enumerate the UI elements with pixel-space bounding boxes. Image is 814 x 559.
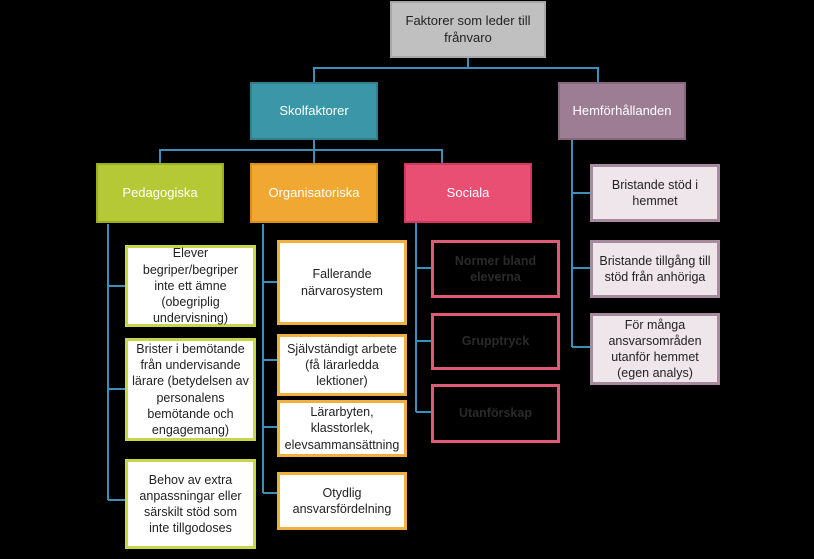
- hemforhallanden-item-text: För många ansvarsområden utanför hemmet …: [608, 317, 702, 381]
- pedagogiska-label: Pedagogiska: [122, 184, 198, 200]
- pedagogiska-item: Brister i bemötande från undervisande lä…: [125, 338, 256, 441]
- organisatoriska-node: Organisatoriska: [250, 163, 378, 223]
- organisatoriska-item-text: Fallerande närvarosystem: [301, 267, 383, 298]
- pedagogiska-node: Pedagogiska: [96, 163, 224, 223]
- organisatoriska-item: Otydlig ansvarsfördelning: [277, 472, 407, 530]
- pedagogiska-item: Elever begriper/begriper inte ett ämne (…: [125, 245, 256, 327]
- pedagogiska-item-text: Brister i bemötande från undervisande lä…: [132, 341, 249, 437]
- hemforhallanden-item-text: Bristande tillgång till stöd från anhöri…: [599, 253, 711, 284]
- organisatoriska-label: Organisatoriska: [268, 184, 360, 200]
- hemforhallanden-item-text: Bristande stöd i hemmet: [611, 177, 699, 208]
- sociala-node: Sociala: [404, 163, 532, 223]
- hemforhallanden-item: För många ansvarsområden utanför hemmet …: [590, 313, 720, 385]
- pedagogiska-item-text: Behov av extra anpassningar eller särski…: [139, 472, 242, 536]
- skolfaktorer-label: Skolfaktorer: [279, 102, 349, 118]
- organisatoriska-item-text: Lärarbyten, klasstorlek, elevsammansättn…: [284, 405, 400, 452]
- sociala-item: Utanförskap: [431, 384, 560, 443]
- organisatoriska-item: Lärarbyten, klasstorlek, elevsammansättn…: [277, 400, 407, 457]
- organisatoriska-item-text: Otydlig ansvarsfördelning: [292, 485, 392, 516]
- root-node: Faktorer som leder till frånvaro: [390, 1, 546, 58]
- root-label: Faktorer som leder till frånvaro: [405, 12, 531, 45]
- hemforhallanden-item: Bristande stöd i hemmet: [590, 164, 720, 222]
- organisatoriska-item-text: Självständigt arbete (få lärarledda lekt…: [287, 341, 397, 389]
- sociala-item-text: Grupptryck: [461, 334, 530, 349]
- organisatoriska-item: Självständigt arbete (få lärarledda lekt…: [277, 334, 407, 396]
- connector-skol-soc: [314, 149, 443, 163]
- hemforhallanden-label: Hemförhållanden: [572, 102, 672, 118]
- connector-root-children: [313, 58, 469, 82]
- hemforhallanden-item: Bristande tillgång till stöd från anhöri…: [590, 240, 720, 298]
- connector-root-hem: [468, 67, 599, 82]
- sociala-item: Grupptryck: [431, 313, 560, 370]
- organisatoriska-item: Fallerande närvarosystem: [277, 240, 407, 325]
- sociala-item-text: Utanförskap: [459, 406, 532, 421]
- hemforhallanden-node: Hemförhållanden: [558, 82, 686, 140]
- connector-skol-children: [159, 140, 315, 163]
- pedagogiska-item-text: Elever begriper/begriper inte ett ämne (…: [142, 246, 239, 326]
- sociala-item: Normer bland eleverna: [431, 240, 560, 298]
- sociala-item-text: Normer bland eleverna: [454, 253, 537, 284]
- sociala-label: Sociala: [446, 184, 490, 200]
- pedagogiska-item: Behov av extra anpassningar eller särski…: [125, 459, 256, 549]
- skolfaktorer-node: Skolfaktorer: [250, 82, 378, 140]
